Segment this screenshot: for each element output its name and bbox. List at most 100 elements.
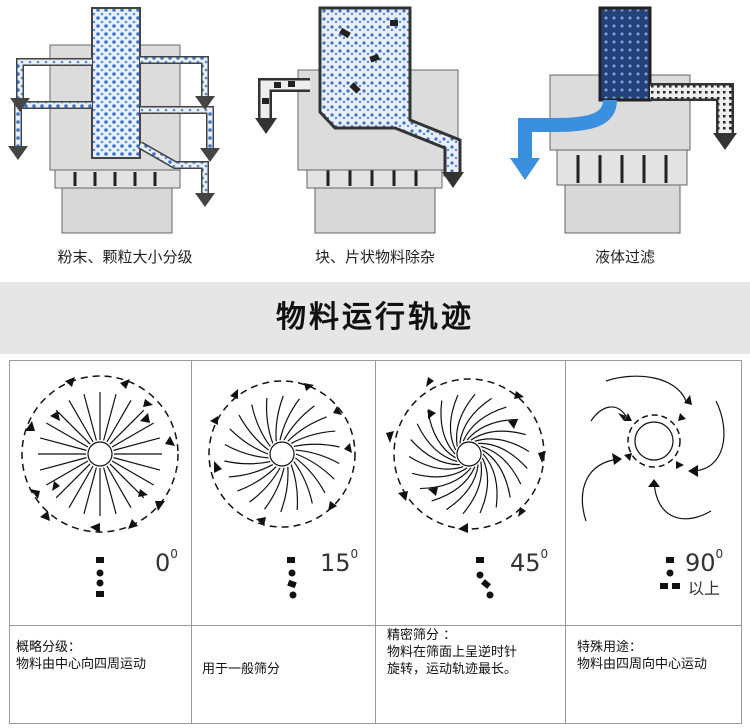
trajectory-line (39, 457, 87, 471)
description-0: 概略分级： 物料由中心向四周运动 (16, 639, 146, 673)
trajectory-line (449, 394, 459, 451)
trajectory-line (228, 464, 274, 478)
trajectory-line (290, 430, 336, 444)
trajectory-radial (21, 375, 179, 533)
trajectory-line (103, 467, 117, 515)
angle-value: 45 (510, 549, 541, 577)
trajectory-line (446, 464, 479, 511)
trajectory-line (238, 414, 269, 451)
trajectory-line (466, 418, 519, 441)
grid-divider (565, 361, 566, 723)
trajectory-line (462, 406, 507, 442)
trajectory-line (416, 423, 458, 463)
trajectory-line (462, 461, 483, 515)
trajectory-line (237, 466, 277, 492)
trajectory-line (293, 443, 340, 448)
particle-dots (96, 557, 104, 597)
trajectory-line (263, 467, 285, 510)
usage-caption-liquid: 液体过滤 (594, 248, 655, 266)
trajectory-line (251, 404, 271, 447)
trajectory-line (46, 422, 89, 448)
trajectory-line (109, 409, 145, 445)
trajectory-line (106, 400, 132, 443)
trajectory-line (295, 453, 335, 480)
trajectory-line (103, 393, 117, 441)
desc-line: 用于一般筛分 (202, 662, 281, 677)
trajectory-line (295, 457, 326, 494)
trajectory-line (55, 463, 91, 499)
powder-grading-illustration (8, 7, 220, 234)
trajectory-line (39, 437, 87, 451)
section-title: 物料运行轨迹 (276, 300, 474, 335)
impurity-removal-illustration (255, 6, 464, 234)
trajectory-line (68, 465, 94, 508)
trajectory-line (482, 453, 498, 508)
angle-label-45: 450 (510, 547, 549, 577)
trajectory-line (459, 397, 492, 444)
trajectory-line (283, 405, 315, 441)
angle-value: 90 (685, 549, 716, 577)
trajectory-line (83, 393, 97, 441)
liquid-filtration-illustration (510, 6, 737, 234)
grid-divider (375, 361, 376, 723)
trajectory-line (480, 445, 522, 485)
trajectory-line (279, 398, 301, 441)
desc-line: 物料由四周向中心运动 (577, 657, 708, 672)
desc-line: 旋转，运动轨迹最长。 (387, 662, 518, 677)
trajectory-line (83, 467, 97, 515)
trajectory-line (68, 400, 94, 443)
particle-dots (476, 557, 494, 599)
trajectory-line (55, 409, 91, 445)
trajectory-line (106, 465, 132, 508)
trajectory-line (478, 442, 528, 469)
trajectory-line (111, 460, 154, 486)
trajectory-line (440, 400, 456, 455)
desc-line: 物料由中心向四周运动 (16, 657, 147, 672)
trajectory-line (111, 422, 154, 448)
trajectory-grid: 00 150 450 (9, 360, 742, 724)
trajectory-line (455, 393, 476, 447)
desc-title: 精密筛分 ： (387, 628, 457, 643)
trajectory-line (265, 397, 274, 444)
trajectory-line (46, 460, 89, 486)
trajectory-line (224, 443, 269, 459)
trajectory-line (479, 457, 489, 514)
trajectory-line (293, 461, 313, 504)
trajectory-line (470, 430, 526, 441)
trajectory-line (474, 438, 530, 452)
trajectory-line (431, 466, 476, 502)
trajectory-line (224, 460, 271, 465)
particle-dots (287, 557, 297, 599)
angle-label-15: 150 (320, 547, 359, 577)
angle-label-0: 00 (155, 547, 178, 577)
desc-title: 概略分级： (16, 640, 82, 655)
usage-section: 粉末、颗粒大小分级 块、片状物料除杂 液体过滤 (0, 0, 750, 282)
trajectory-line (410, 439, 460, 466)
description-15: 用于一般筛分 (202, 661, 280, 678)
desc-title: 特殊用途： (577, 640, 643, 655)
trajectory-line (287, 416, 327, 442)
angle-value: 0 (155, 549, 171, 577)
section-band (0, 282, 750, 354)
trajectory-line (249, 467, 281, 503)
trajectory-line (295, 449, 340, 465)
usage-caption-powder: 粉末、颗粒大小分级 (57, 248, 193, 266)
trajectory-line (229, 428, 269, 455)
trajectory-strong-spiral (386, 377, 546, 533)
trajectory-line (109, 463, 145, 499)
description-90: 特殊用途： 物料由四周向中心运动 (577, 639, 707, 673)
trajectory-line (482, 449, 511, 498)
angle-value: 15 (320, 549, 351, 577)
trajectory-inward (581, 375, 725, 522)
desc-line: 物料在筛面上呈逆时针 (387, 645, 518, 660)
trajectory-line (113, 457, 161, 471)
trajectory-line (419, 467, 472, 490)
trajectory-line (280, 466, 289, 513)
description-45: 精密筛分 ： 物料在筛面上呈逆时针 旋转，运动轨迹最长。 (387, 627, 517, 678)
trajectory-line (275, 395, 284, 442)
trajectory-line (408, 456, 464, 470)
trajectory-slight-spiral (208, 380, 356, 528)
angle-above-label: 以上 (688, 579, 721, 598)
particle-dots (660, 557, 680, 589)
grid-divider (10, 625, 741, 626)
